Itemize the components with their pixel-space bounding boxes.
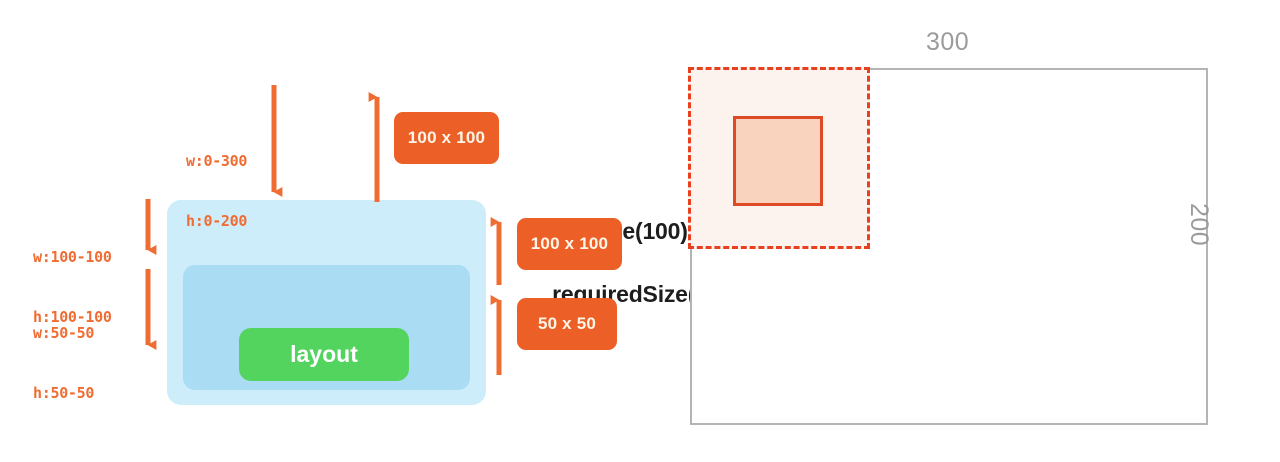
size-constraints-height: h:100-100 xyxy=(33,308,112,326)
required-size-constraints-width: w:50-50 xyxy=(33,324,95,342)
size-constraints-text: w:100-100 h:100-100 xyxy=(33,207,112,367)
size-constraints-width: w:100-100 xyxy=(33,248,112,266)
reported-size-badge-bottom: 50 x 50 xyxy=(517,298,617,350)
incoming-constraints-width: w:0-300 xyxy=(186,152,248,170)
reported-size-badge-top: 100 x 100 xyxy=(394,112,499,164)
incoming-constraints-height: h:0-200 xyxy=(186,212,248,230)
viewport-width-label: 300 xyxy=(926,28,970,56)
required-size-region-rectangle xyxy=(733,116,823,206)
incoming-constraints-text: w:0-300 h:0-200 xyxy=(186,111,247,271)
viewport-height-label: 200 xyxy=(1185,203,1213,247)
reported-size-badge-middle: 100 x 100 xyxy=(517,218,622,270)
required-size-constraints-height: h:50-50 xyxy=(33,384,95,402)
required-size-constraints-text: w:50-50 h:50-50 xyxy=(33,283,94,443)
layout-button[interactable]: layout xyxy=(239,328,409,381)
